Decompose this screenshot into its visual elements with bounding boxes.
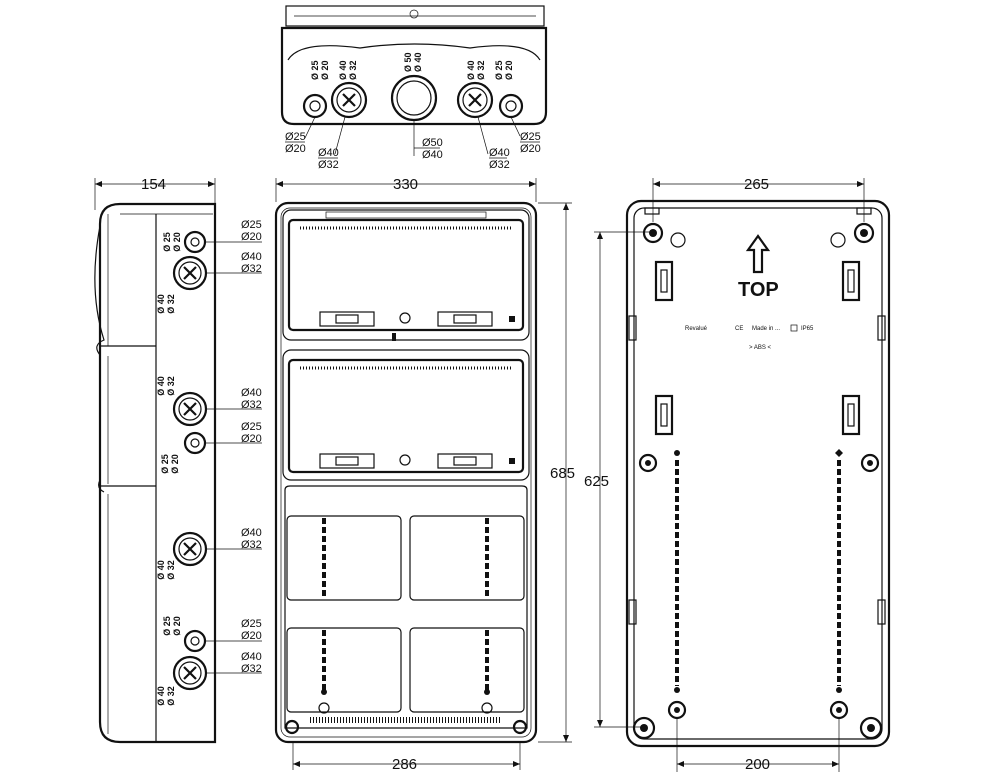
dim-front-height: 685 [550,465,575,482]
dim-side-depth: 154 [141,176,166,193]
top-col-label: Ø 25 [494,60,504,80]
callout: Ø20 [241,433,262,445]
callout: Ø20 [241,231,262,243]
side-label: Ø 40 [156,560,166,580]
side-label: Ø 20 [172,232,182,252]
material-mark: > ABS < [749,345,772,351]
callout: Ø20 [285,143,306,155]
callout: Ø50 [422,137,443,149]
side-label: Ø 32 [166,294,176,314]
origin-mark: Made in ... [752,326,780,332]
knockout-hole-40 [330,81,368,119]
top-col-label: Ø 40 [338,60,348,80]
side-label: Ø 40 [156,376,166,396]
top-col-label: Ø 32 [476,60,486,80]
side-label: Ø 40 [156,294,166,314]
top-col-label: Ø 50 [403,52,413,72]
callout: Ø32 [241,399,262,411]
callout: Ø40 [318,147,339,159]
callout: Ø32 [241,263,262,275]
front-view: 330 685 [274,176,575,773]
side-label: Ø 25 [160,454,170,474]
top-col-label: Ø 20 [504,60,514,80]
ip-mark: IP65 [801,326,814,332]
callout: Ø20 [520,143,541,155]
top-col-label: Ø 20 [320,60,330,80]
callout: Ø32 [489,159,510,171]
knockout-hole-25 [302,93,328,119]
side-label: Ø 25 [162,616,172,636]
callout: Ø40 [241,251,262,263]
side-label: Ø 20 [170,454,180,474]
callout: Ø25 [520,131,541,143]
top-col-label: Ø 32 [348,60,358,80]
callout: Ø40 [422,149,443,161]
side-view: 154 Ø 25 Ø 20 Ø 40 Ø 32 Ø 40 Ø 32 Ø 25 Ø… [94,176,262,744]
top-col-label: Ø 40 [466,60,476,80]
callout: Ø25 [241,618,262,630]
callout: Ø40 [489,147,510,159]
dim-front-width: 330 [393,176,418,193]
side-label: Ø 32 [166,376,176,396]
callout: Ø40 [241,387,262,399]
top-label: TOP [738,279,779,301]
side-label: Ø 20 [172,616,182,636]
callout: Ø32 [241,663,262,675]
knockout-hole-50 [390,74,438,122]
knockout-hole-25 [498,93,524,119]
top-view: Ø 25 Ø 20 Ø 40 Ø 32 Ø 50 Ø 40 Ø 40 Ø 32 … [280,5,548,171]
side-label: Ø 32 [166,560,176,580]
back-view: 265 625 TOP Revalué CE Made in ... [584,176,891,773]
up-arrow-icon [745,234,771,274]
dim-back-bottom-width: 200 [745,756,770,773]
callout: Ø40 [241,527,262,539]
callout: Ø25 [285,131,306,143]
callout: Ø25 [241,219,262,231]
dim-front-bottom-width: 286 [392,756,417,773]
callout: Ø32 [241,539,262,551]
top-col-label: Ø 40 [413,52,423,72]
ce-mark: CE [735,326,743,332]
callout: Ø20 [241,630,262,642]
dim-back-width: 265 [744,176,769,193]
callout: Ø32 [318,159,339,171]
side-label: Ø 32 [166,686,176,706]
knockout-hole-40 [456,81,494,119]
side-label: Ø 40 [156,686,166,706]
callout: Ø40 [241,651,262,663]
side-label: Ø 25 [162,232,172,252]
brand-mark: Revalué [685,326,708,332]
top-col-label: Ø 25 [310,60,320,80]
callout: Ø25 [241,421,262,433]
dim-back-height: 625 [584,473,609,490]
